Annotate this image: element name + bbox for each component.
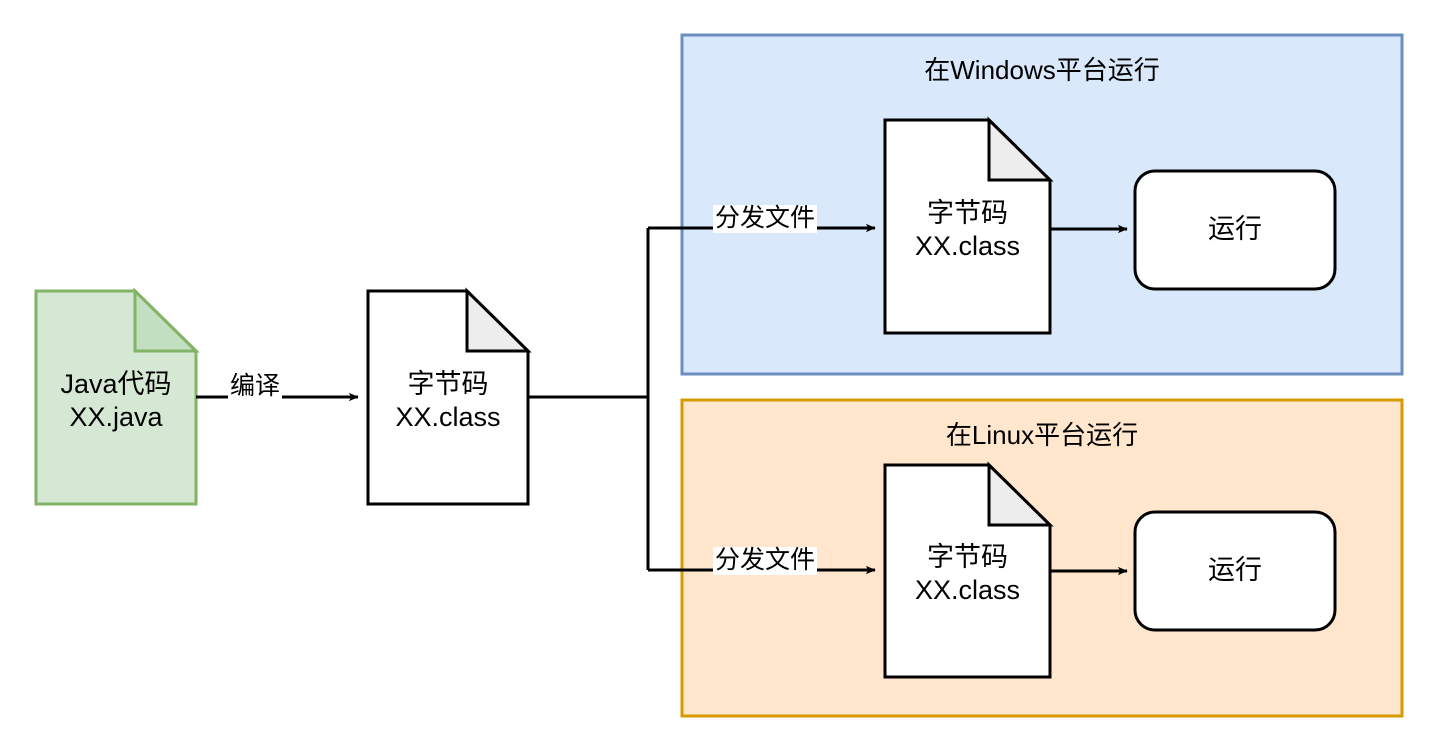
java-source-document xyxy=(34,287,200,506)
bytecode-document-linux xyxy=(883,461,1054,679)
edge-label-distribute-windows: 分发文件 xyxy=(713,204,818,233)
edge-branch-split xyxy=(528,228,650,570)
bytecode-document-windows xyxy=(883,116,1054,335)
edge-label-compile: 编译 xyxy=(228,372,283,401)
bytecode-document-main xyxy=(366,287,532,506)
run-box-windows xyxy=(1133,169,1337,291)
run-box-linux xyxy=(1133,510,1337,632)
edge-label-distribute-linux: 分发文件 xyxy=(713,546,818,575)
